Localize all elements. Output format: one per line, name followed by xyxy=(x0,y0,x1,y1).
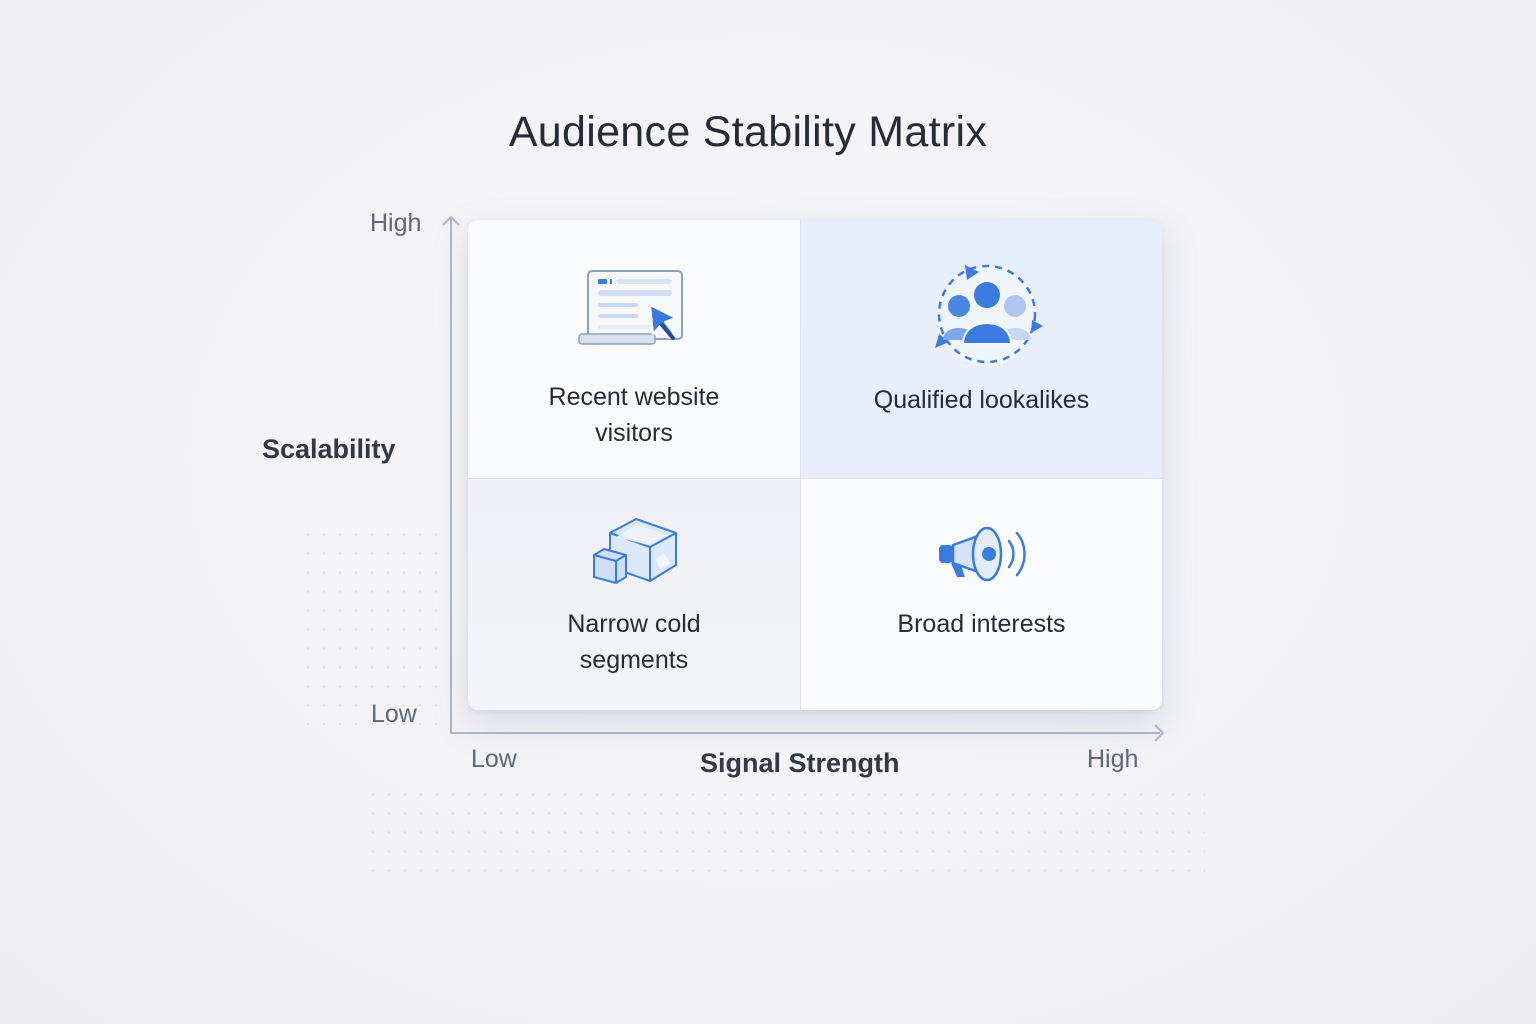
audience-cycle-icon xyxy=(935,264,1043,366)
y-axis-title: Scalability xyxy=(262,434,396,464)
quadrant-label-line1: Qualified lookalikes xyxy=(873,386,1090,414)
quadrant-broad-interests: Broad interests xyxy=(801,479,1162,710)
dot-pattern-bottom xyxy=(365,785,1205,875)
x-axis-high-label: High xyxy=(1087,745,1139,773)
browser-cursor-icon xyxy=(578,270,683,345)
y-axis-line xyxy=(450,218,452,733)
quadrant-label-line2: visitors xyxy=(595,419,673,447)
arrow-right-icon xyxy=(1154,724,1165,742)
dot-pattern-left xyxy=(300,525,450,725)
arrow-up-icon xyxy=(442,215,460,226)
x-axis-title: Signal Strength xyxy=(700,748,900,778)
quadrant-narrow-cold-segments: Narrow cold segments xyxy=(468,479,801,710)
x-axis-line xyxy=(450,732,1160,734)
quadrant-qualified-lookalikes: Qualified lookalikes xyxy=(801,220,1162,479)
ice-cubes-icon xyxy=(593,518,677,584)
page-title: Audience Stability Matrix xyxy=(508,108,988,156)
quadrant-label-line1: Broad interests xyxy=(897,610,1066,638)
quadrant-label-line2: segments xyxy=(579,646,689,674)
megaphone-icon xyxy=(939,526,1026,582)
quadrant-label-line1: Narrow cold xyxy=(567,610,701,638)
quadrant-matrix: Recent website visitors Qualified lookal… xyxy=(468,220,1162,710)
y-axis-high-label: High xyxy=(370,209,422,237)
quadrant-label-line1: Recent website xyxy=(548,383,720,411)
x-axis-low-label: Low xyxy=(471,745,517,773)
y-axis-low-label: Low xyxy=(371,700,417,728)
quadrant-recent-website-visitors: Recent website visitors xyxy=(468,220,801,479)
